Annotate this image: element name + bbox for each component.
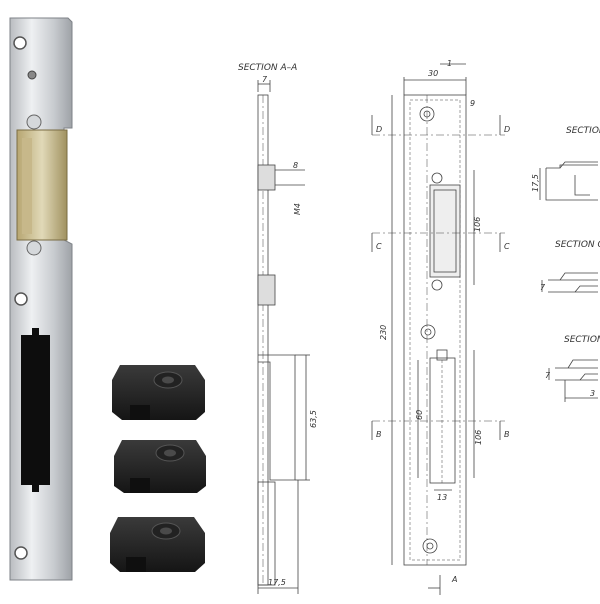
dim-front-width: 30 (428, 69, 438, 78)
right-sections-drawing: SECTION 17,5 SECTION C 7 SECTION 7 3 (531, 126, 600, 402)
section-d-title: SECTION (566, 126, 600, 136)
dim-small: 8 (293, 161, 298, 170)
strike-plate-photo (9, 17, 73, 581)
marker-c-right: C (504, 242, 510, 251)
dim-right-7a: 7 (540, 283, 546, 292)
screw-hole-icon (14, 546, 28, 560)
marker-b-left: B (376, 430, 382, 439)
marker-d-right: D (504, 125, 510, 134)
dim-right-3: 3 (590, 389, 595, 398)
dim-front-60: 60 (415, 410, 424, 420)
front-view-drawing: 30 1 9 106 230 60 106 13 (372, 59, 505, 595)
keeper-3 (110, 517, 205, 572)
dim-front-13: 13 (437, 493, 447, 502)
dim-front-top: 9 (470, 99, 475, 108)
keeper-1 (112, 365, 205, 420)
marker-d-left: D (376, 125, 382, 134)
dim-right-17-5: 17,5 (531, 174, 540, 192)
screw-hole-icon (14, 292, 28, 306)
section-b-title: SECTION (564, 335, 600, 345)
dim-front-230: 230 (379, 325, 388, 340)
dim-front-106-upper: 106 (473, 217, 482, 232)
section-c-title: SECTION C (555, 240, 600, 250)
keeper-2 (114, 440, 206, 493)
dim-depth: 63,5 (309, 410, 318, 428)
section-a-title: SECTION A–A (238, 63, 297, 73)
dim-top-width: 7 (262, 75, 268, 84)
section-a-drawing: SECTION A–A 7 8 M4 63,5 17,5 (238, 63, 318, 594)
dim-bottom-width: 17,5 (268, 578, 286, 587)
marker-a-bottom: A (451, 575, 457, 584)
marker-b-right: B (504, 430, 510, 439)
section-markers: D D C C B B A (371, 115, 510, 584)
dim-front-106-lower: 106 (474, 430, 483, 445)
dim-thread: M4 (293, 203, 302, 215)
marker-c-left: C (376, 242, 382, 251)
dim-front-1: 1 (447, 59, 452, 68)
dim-right-7b: 7 (545, 371, 551, 380)
screw-hole-icon (13, 36, 27, 50)
